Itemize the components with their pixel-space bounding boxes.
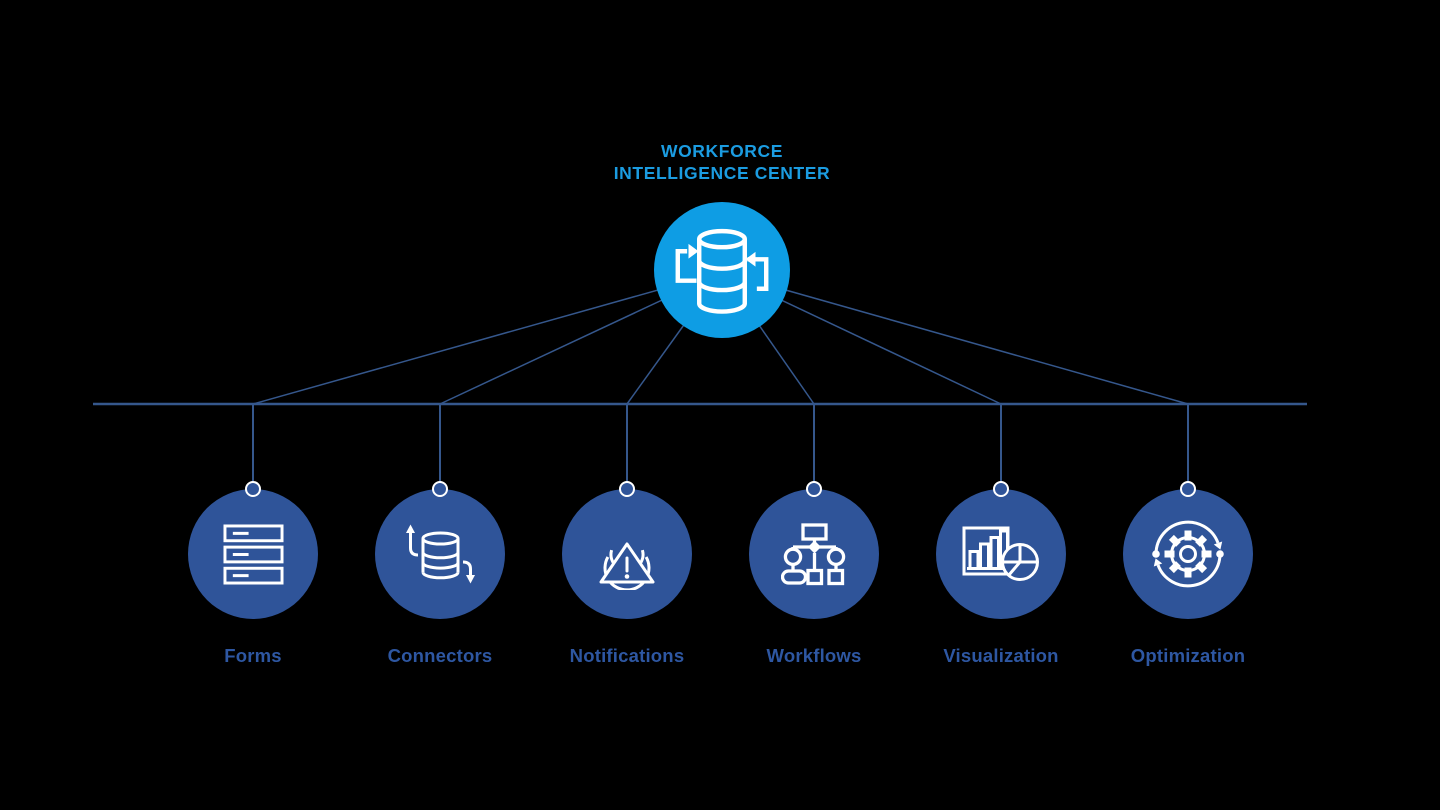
- optimization-icon: [1152, 520, 1224, 588]
- node-workflows: Workflows: [714, 481, 914, 667]
- node-circle-visualization: [936, 481, 1066, 619]
- node-circle-forms: [188, 481, 318, 619]
- hub-link-forms: [252, 271, 723, 405]
- node-label: Workflows: [766, 645, 862, 666]
- visualization-icon: [962, 526, 1039, 581]
- title-line-2: INTELLIGENCE CENTER: [613, 163, 831, 183]
- node-optimization: Optimization: [1088, 481, 1288, 667]
- database-sync-icon: [675, 228, 769, 314]
- diagram-title: WORKFORCE INTELLIGENCE CENTER: [472, 140, 972, 184]
- connector-dot: [245, 481, 261, 497]
- connectors-icon: [406, 524, 475, 584]
- connector-dot: [993, 481, 1009, 497]
- connector-dot: [806, 481, 822, 497]
- connector-dot: [432, 481, 448, 497]
- hub-node: [654, 202, 790, 338]
- notifications-icon: [599, 542, 655, 590]
- hub-link-optimization: [721, 271, 1189, 405]
- node-circle-optimization: [1123, 481, 1253, 619]
- node-label: Connectors: [387, 645, 493, 666]
- node-label: Optimization: [1130, 645, 1246, 666]
- node-circle-workflows: [749, 481, 879, 619]
- node-label: Visualization: [943, 645, 1059, 666]
- node-label: Forms: [224, 645, 282, 666]
- node-forms: Forms: [153, 481, 353, 667]
- node-notifications: Notifications: [527, 481, 727, 667]
- workflows-icon: [781, 523, 846, 586]
- node-circle-notifications: [562, 481, 692, 619]
- node-connectors: Connectors: [340, 481, 540, 667]
- node-circle-connectors: [375, 481, 505, 619]
- node-visualization: Visualization: [901, 481, 1101, 667]
- connector-dot: [1180, 481, 1196, 497]
- node-label: Notifications: [569, 645, 685, 666]
- title-line-1: WORKFORCE: [660, 141, 784, 161]
- connector-dot: [619, 481, 635, 497]
- forms-icon: [222, 523, 284, 585]
